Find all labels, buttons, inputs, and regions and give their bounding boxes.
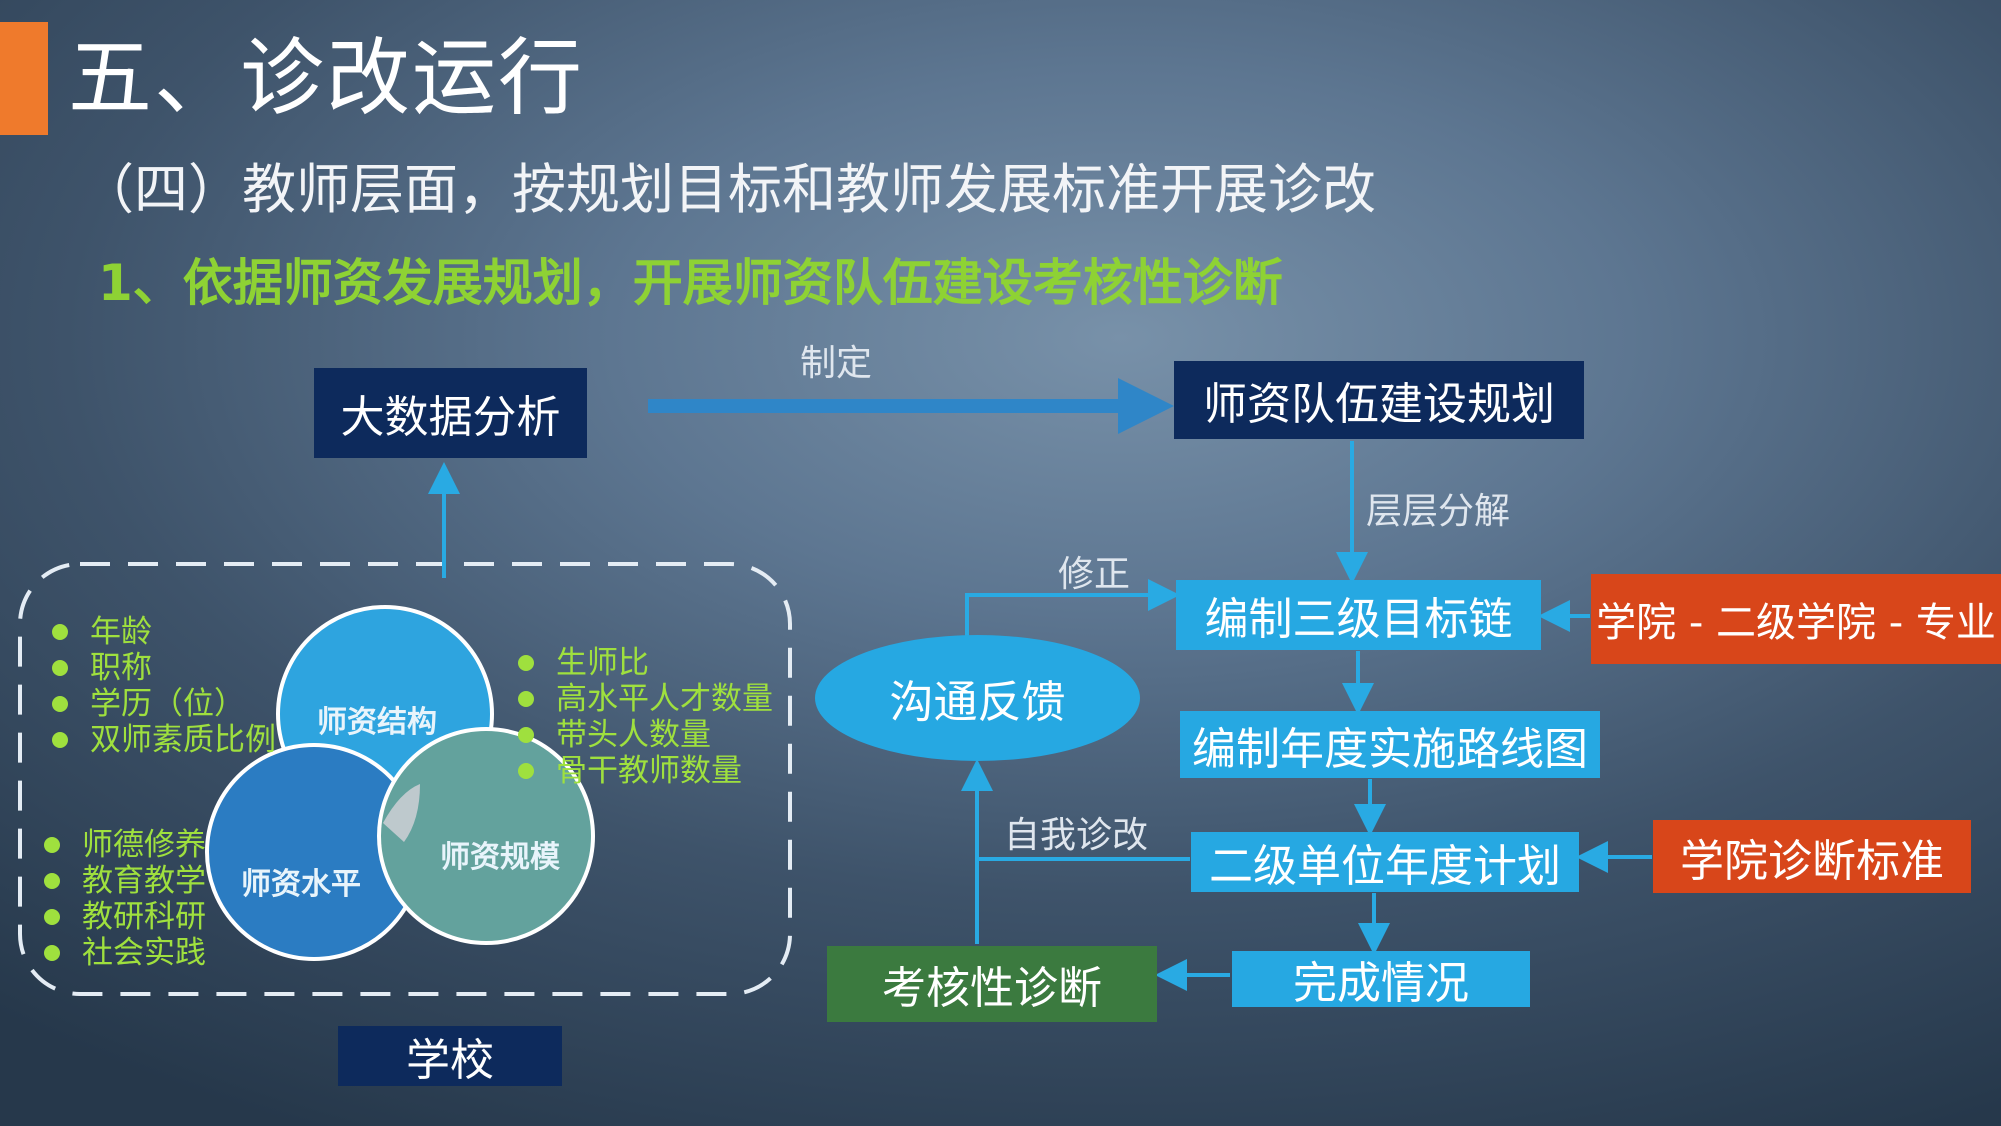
list-item: 职称 [52,650,276,686]
list-item: 学历（位） [52,686,276,722]
page-subtitle: （四）教师层面，按规划目标和教师发展标准开展诊改 [80,158,1376,221]
label-formulate: 制定 [800,343,873,384]
label-decompose: 层层分解 [1366,491,1511,532]
big-data-box: 大数据分析 [314,368,587,458]
list-item: 社会实践 [44,935,206,971]
list-item: 教育教学 [44,863,206,899]
title-accent-bar [0,22,48,135]
team-plan-box: 师资队伍建设规划 [1174,361,1584,439]
list-item: 年龄 [52,614,276,650]
level-items-list: 师德修养 教育教学 教研科研 社会实践 [44,827,206,971]
feedback-ellipse: 沟通反馈 [815,635,1140,761]
page-title: 五、诊改运行 [68,29,585,127]
list-item: 带头人数量 [518,717,773,753]
venn-label-scale: 师资规模 [440,840,560,875]
list-item: 师德修养 [44,827,206,863]
roadmap-box: 编制年度实施路线图 [1180,711,1600,778]
college-levels-box: 学院 - 二级学院 - 专业 [1591,574,2001,664]
arrow-feedback-to-chain [965,579,1180,637]
school-box: 学校 [338,1026,562,1086]
target-chain-box: 编制三级目标链 [1176,580,1541,650]
venn-label-level: 师资水平 [241,867,361,902]
label-self-diagnose: 自我诊改 [1004,815,1149,856]
list-item: 高水平人才数量 [518,681,773,717]
label-correct: 修正 [1058,554,1131,595]
college-standard-box: 学院诊断标准 [1653,820,1971,893]
list-item: 骨干教师数量 [518,753,773,789]
section-heading: 1、依据师资发展规划，开展师资队伍建设考核性诊断 [98,254,1283,312]
structure-items-list: 年龄 职称 学历（位） 双师素质比例 [52,614,276,758]
venn-overlap [383,784,420,842]
completion-box: 完成情况 [1232,951,1530,1009]
venn-label-structure: 师资结构 [317,705,437,740]
assessment-box: 考核性诊断 [827,946,1157,1022]
list-item: 双师素质比例 [52,722,276,758]
list-item: 教研科研 [44,899,206,935]
scale-items-list: 生师比 高水平人才数量 带头人数量 骨干教师数量 [518,645,773,789]
annual-plan-box: 二级单位年度计划 [1191,832,1579,892]
venn-circle-scale [377,727,595,945]
list-item: 生师比 [518,645,773,681]
